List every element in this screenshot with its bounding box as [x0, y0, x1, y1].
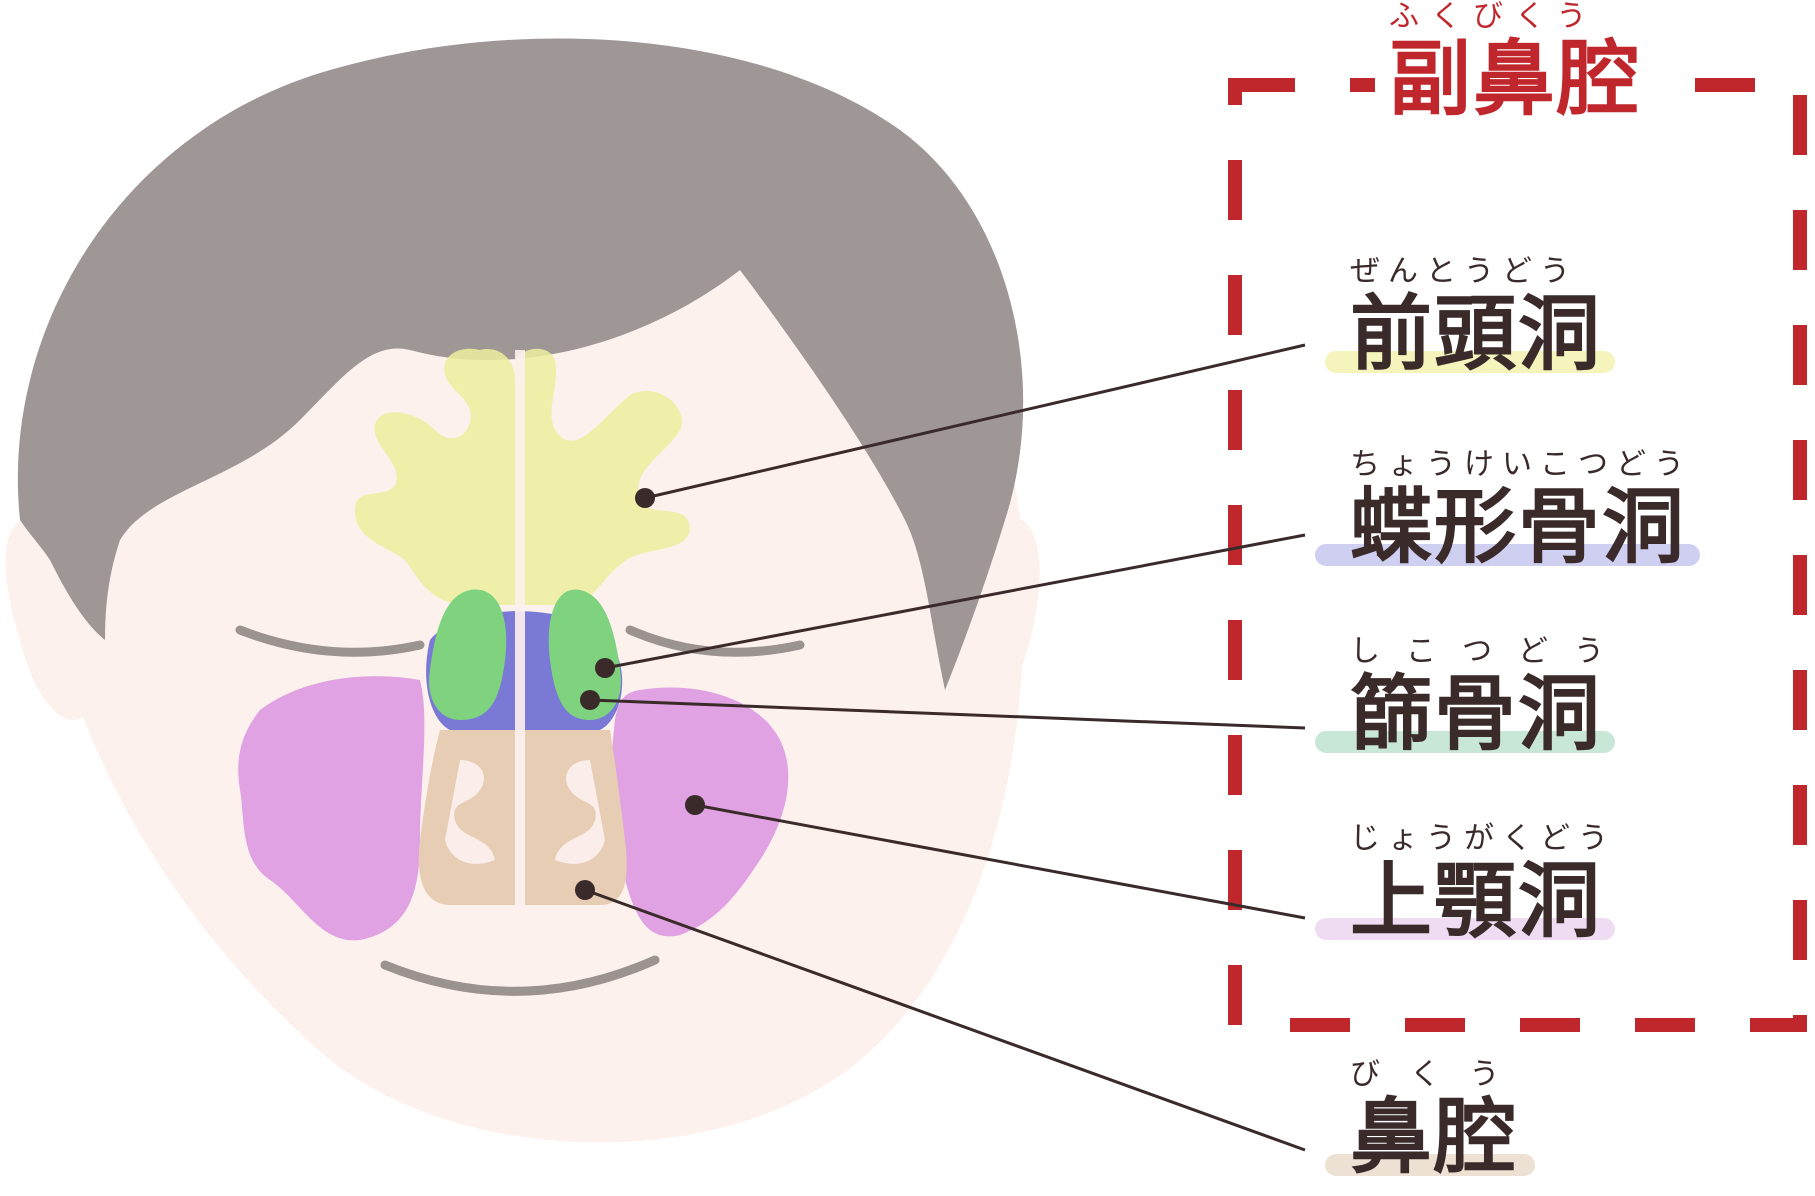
title-text: 副鼻腔: [1389, 32, 1642, 127]
label-text: 篩骨洞: [1315, 669, 1630, 761]
label-ethmoid-sinus: しこつどう 篩骨洞: [1315, 634, 1630, 761]
label-text: 上顎洞: [1315, 856, 1616, 948]
paranasal-sinus-title: ふくびくう 副鼻腔: [1375, 0, 1656, 127]
label-ruby: じょうがくどう: [1350, 821, 1616, 856]
label-ruby: ちょうけいこつどう: [1350, 447, 1692, 482]
label-ruby: しこつどう: [1350, 634, 1630, 669]
label-ruby: ぜんとうどう: [1350, 254, 1578, 289]
label-text: 蝶形骨洞: [1315, 482, 1700, 574]
dot-nasal: [575, 880, 595, 900]
label-ruby: びくう: [1350, 1057, 1530, 1092]
label-frontal-sinus: ぜんとうどう 前頭洞: [1325, 254, 1615, 381]
label-highlight: [1325, 351, 1615, 373]
leader-sphenoid: [604, 533, 1306, 670]
nasal-septum: [515, 350, 525, 910]
dot-ethmoid: [580, 690, 600, 710]
dot-frontal: [635, 488, 655, 508]
leader-frontal: [644, 343, 1306, 500]
label-highlight: [1315, 918, 1615, 940]
label-sphenoid-sinus: ちょうけいこつどう 蝶形骨洞: [1315, 447, 1700, 574]
nasal-turbinates: [445, 760, 605, 864]
label-text: 前頭洞: [1325, 289, 1615, 381]
label-maxillary-sinus: じょうがくどう 上顎洞: [1315, 821, 1616, 948]
hair: [17, 38, 1024, 691]
maxillary-sinus-left: [238, 676, 425, 941]
dot-sphenoid: [595, 658, 615, 678]
dot-maxillary: [685, 795, 705, 815]
left-ear: [5, 516, 96, 720]
ethmoid-sinus-right: [548, 589, 621, 720]
label-nasal-cavity: びくう 鼻腔: [1325, 1057, 1535, 1184]
ethmoid-sinus-left: [429, 589, 507, 720]
mouth: [380, 955, 660, 996]
label-text: 鼻腔: [1325, 1092, 1535, 1184]
right-eye: [625, 625, 805, 657]
label-highlight: [1315, 544, 1700, 566]
leader-nasal: [584, 888, 1306, 1152]
label-highlight: [1325, 1154, 1535, 1176]
right-ear: [955, 516, 1040, 720]
leader-maxillary: [694, 803, 1306, 920]
label-highlight: [1315, 731, 1615, 753]
left-eye: [235, 625, 425, 657]
leader-ethmoid: [589, 698, 1306, 730]
title-ruby: ふくびくう: [1389, 0, 1599, 34]
